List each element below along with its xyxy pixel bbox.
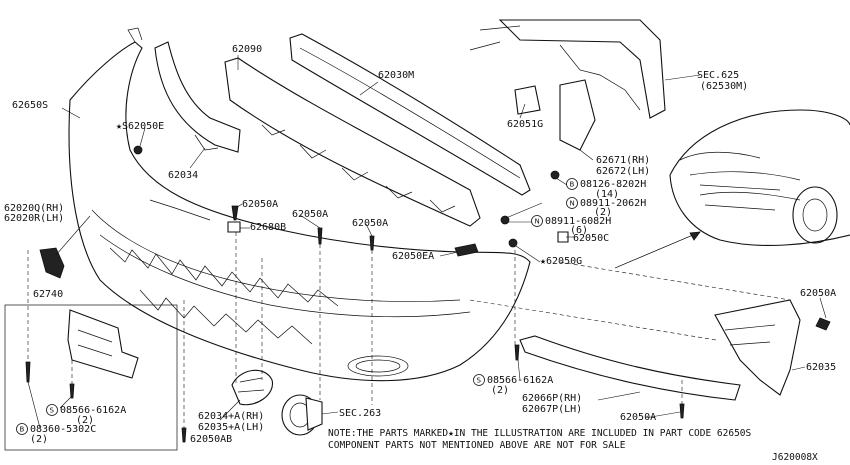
radiator-core-support-sec625 [469,19,666,151]
fog-lamp-bracket [231,369,273,406]
symbol-s-08566a: S [50,407,55,415]
label-62050e: ★S62050E [116,121,164,132]
label-62066p: 62066P(RH) [522,393,582,404]
symbol-b-08126: B [570,181,575,189]
label-08566a-qty: (2) [76,415,94,426]
label-62671: 62671(RH) [596,155,650,166]
vehicle-front-view [669,109,850,246]
label-08911b-qty: (6) [570,225,588,236]
label-62030m: 62030M [378,70,414,81]
label-62067p: 62067P(LH) [522,404,582,415]
label-08126: 08126-8202H [580,179,646,190]
label-08911a: 08911-2062H [580,198,646,209]
label-62050c: 62050C [573,233,609,244]
label-62034a: 62034+A(RH) [198,411,264,422]
label-62050a-3: 62050A [352,218,388,229]
alignment-dashed-lines [27,232,791,428]
label-62050a-4: 62050A [800,288,836,299]
bumper-fascia-62650s [68,27,531,382]
symbol-b-08360: B [20,426,25,434]
lower-molding-62066p [519,335,741,401]
label-62051g: 62051G [507,119,543,130]
label-62035: 62035 [806,362,836,373]
symbol-markers: B N N S S B [16,178,578,435]
label-62050a-5: 62050A [620,412,656,423]
label-62050ab: 62050AB [190,434,232,445]
part-labels: 62090 62030M 62650S ★S62050E 62034 62051… [4,44,836,445]
side-bracket-62035 [714,299,801,396]
fog-lamp-sec263 [281,394,323,436]
side-marker-62020 [39,247,65,279]
label-08911b: 08911-6082H [545,216,611,227]
label-62050a-2: 62050A [292,209,328,220]
reinforcement-62030m [289,33,531,196]
label-62672: 62672(LH) [596,166,650,177]
label-62740: 62740 [33,289,63,300]
label-62650s: 62650S [12,100,48,111]
vehicle-arrow [614,231,701,269]
diagram-code: J620008X [772,452,818,463]
label-08566b: 08566-6162A [487,375,553,386]
label-08126-qty: (14) [595,189,619,200]
label-62020q: 62020Q(RH) [4,203,64,214]
label-08566b-qty: (2) [491,385,509,396]
label-08566a: 08566-6162A [60,405,126,416]
note-line-2: COMPONENT PARTS NOT MENTIONED ABOVE ARE … [328,440,626,451]
side-bracket-62034 [154,41,241,153]
label-08360-qty: (2) [30,434,48,445]
note-line-1: NOTE:THE PARTS MARKED★IN THE ILLUSTRATIO… [328,428,752,439]
label-62050a-1: 62050A [242,199,278,210]
label-sec625-sub: (62530M) [700,81,748,92]
label-62034: 62034 [168,170,198,181]
label-62020r: 62020R(LH) [4,213,64,224]
label-62090: 62090 [232,44,262,55]
label-sec625: SEC.625 [697,70,739,81]
label-62035a: 62035+A(LH) [198,422,264,433]
symbol-n-08911b: N [535,218,540,226]
label-08360: 08360-5302C [30,424,96,435]
notes: NOTE:THE PARTS MARKED★IN THE ILLUSTRATIO… [328,428,818,463]
label-62050ea: 62050EA [392,251,434,262]
symbol-s-08566b: S [477,377,482,385]
label-62680b: 62680B [250,222,286,233]
label-62050g: ★62050G [540,256,582,267]
license-bracket-62740 [4,304,178,451]
label-08911a-qty: (2) [594,207,612,218]
upper-panel-62090 [224,57,481,227]
symbol-n-08911a: N [570,200,575,208]
fasteners [25,145,831,443]
label-sec263: SEC.263 [339,408,381,419]
